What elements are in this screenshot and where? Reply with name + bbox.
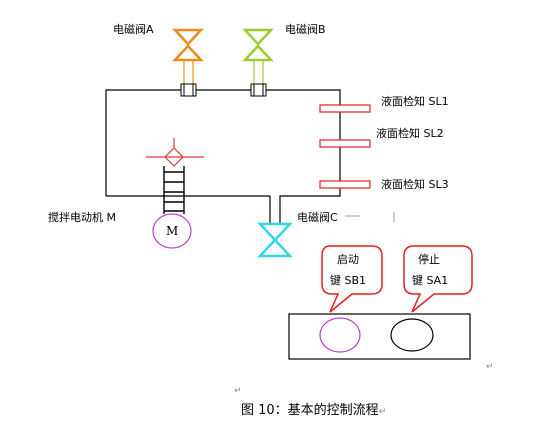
level-sl1-label: 液面检知 SL1 xyxy=(381,95,449,108)
valve-c-label-marks xyxy=(345,212,395,222)
agitator-icon xyxy=(146,138,204,167)
valve-c-label: 电磁阀C xyxy=(297,211,338,224)
figure-caption: 图 10：基本的控制流程↵ xyxy=(241,403,386,420)
level-sl3-label: 液面检知 SL3 xyxy=(381,178,449,191)
valve-a-icon xyxy=(172,28,204,97)
start-key-bubble xyxy=(321,245,383,313)
stop-key-line2: 键 SA1 xyxy=(412,274,449,287)
stop-key-bubble xyxy=(403,245,473,313)
valve-b-icon xyxy=(242,28,274,97)
level-sensor-sl3-icon xyxy=(319,180,371,189)
level-sensor-sl1-icon xyxy=(319,104,371,113)
level-sensor-sl2-icon xyxy=(319,139,371,148)
valve-c-icon xyxy=(257,222,293,258)
valve-a-label: 电磁阀A xyxy=(113,23,154,36)
control-panel xyxy=(288,313,471,360)
paragraph-mark: ↵ xyxy=(234,386,242,396)
tank-outline xyxy=(105,89,341,224)
paragraph-mark: ↵ xyxy=(486,362,494,372)
level-sl2-label: 液面检知 SL2 xyxy=(376,127,444,140)
figure-caption-text: 图 10：基本的控制流程 xyxy=(241,403,379,418)
start-key-line1: 启动 xyxy=(337,253,359,266)
start-button-icon[interactable] xyxy=(319,317,361,353)
paragraph-mark: ↵ xyxy=(378,407,387,417)
agitator-shaft xyxy=(163,166,185,214)
start-key-line2: 键 SB1 xyxy=(330,274,367,287)
stop-button-icon[interactable] xyxy=(390,318,434,352)
motor-symbol-label: M xyxy=(166,224,179,238)
valve-b-label: 电磁阀B xyxy=(285,23,326,36)
motor-icon xyxy=(152,213,192,249)
stop-key-line1: 停止 xyxy=(418,253,440,266)
mixer-motor-label: 搅拌电动机 M xyxy=(48,211,116,224)
